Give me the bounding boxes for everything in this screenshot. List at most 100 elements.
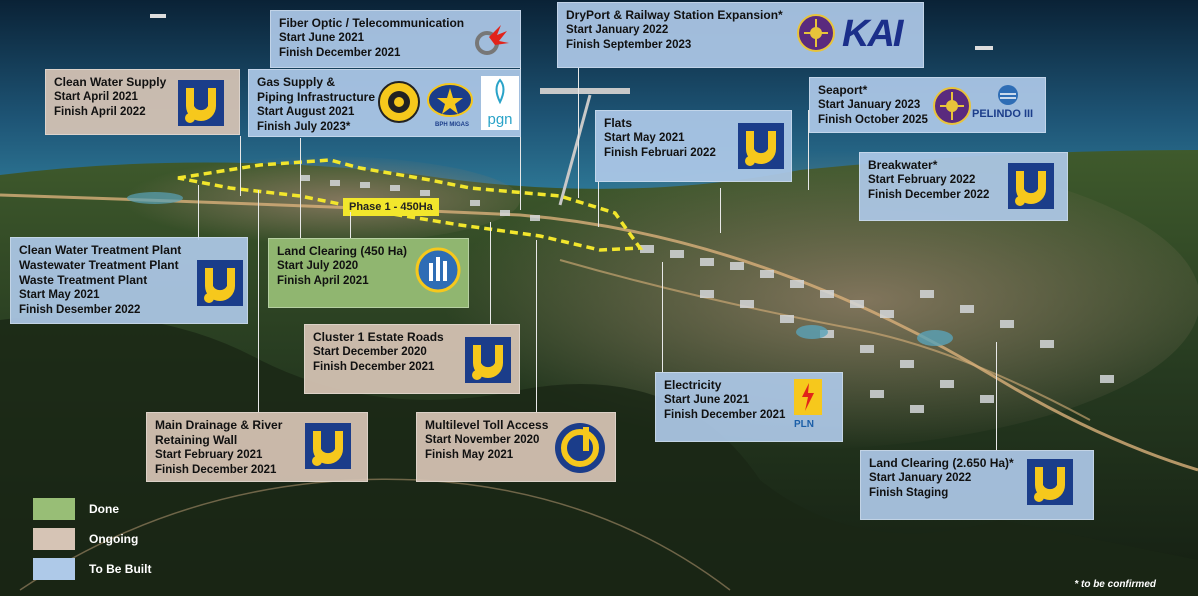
project-title: DryPort & Railway Station Expansion*	[566, 8, 783, 22]
project-card-seaport[interactable]: Seaport* Start January 2023 Finish Octob…	[809, 77, 1046, 133]
project-finish: Finish December 2021	[279, 47, 401, 59]
project-finish: Finish October 2025	[818, 114, 928, 126]
project-card-main-drainage[interactable]: Main Drainage & River Retaining Wall Sta…	[146, 412, 368, 482]
project-card-land-clearing-2650[interactable]: Land Clearing (2.650 Ha)* Start January …	[860, 450, 1094, 520]
project-card-electricity[interactable]: Electricity Start June 2021 Finish Decem…	[655, 372, 843, 442]
kemenhub-logo-icon	[797, 14, 835, 52]
project-finish: Finish July 2023*	[257, 121, 351, 133]
project-title: Main Drainage & River	[155, 418, 283, 432]
project-title-line-2: Retaining Wall	[155, 433, 238, 447]
esdm-logo-icon	[378, 81, 420, 123]
project-title: Electricity	[664, 378, 722, 392]
leader-line	[258, 190, 259, 412]
legend-label: Done	[89, 502, 119, 516]
project-card-toll-access[interactable]: Multilevel Toll Access Start November 20…	[416, 412, 616, 482]
project-finish: Finish December 2022	[868, 189, 990, 201]
pelindo-logo-icon	[998, 85, 1018, 105]
project-finish: Finish December 2021	[155, 464, 277, 476]
main-road	[0, 193, 1198, 472]
project-card-flats[interactable]: Flats Start May 2021 Finish Februari 202…	[595, 110, 792, 182]
pgn-logo: pgn	[481, 76, 519, 130]
pier	[558, 94, 592, 206]
project-finish: Finish Desember 2022	[19, 304, 141, 316]
project-start: Start February 2022	[868, 174, 976, 186]
jasa-marga-logo-icon	[555, 423, 605, 473]
kai-logo: KAI	[842, 13, 903, 55]
project-title: Multilevel Toll Access	[425, 418, 549, 432]
footnote: * to be confirmed	[1074, 579, 1156, 590]
project-card-treatment-plants[interactable]: Clean Water Treatment Plant Wastewater T…	[10, 237, 248, 324]
project-finish: Finish Februari 2022	[604, 147, 716, 159]
legend-swatch-ongoing	[33, 528, 75, 550]
project-start: Start January 2022	[566, 24, 669, 36]
pupr-logo-icon	[738, 123, 784, 169]
telkom-logo-icon	[475, 25, 509, 55]
project-title-line-2: Wastewater Treatment Plant	[19, 258, 179, 272]
pln-text: PLN	[794, 419, 814, 430]
leader-line	[578, 68, 579, 198]
leader-line	[536, 240, 537, 412]
ship	[150, 14, 166, 18]
pupr-logo-icon	[178, 80, 224, 126]
project-start: Start November 2020	[425, 434, 540, 446]
project-start: Start June 2021	[279, 32, 365, 44]
project-title: Land Clearing (450 Ha)	[277, 244, 408, 258]
project-card-land-clearing-450[interactable]: Land Clearing (450 Ha) Start July 2020 F…	[268, 238, 469, 308]
leader-line	[996, 342, 997, 450]
project-title: Cluster 1 Estate Roads	[313, 330, 444, 344]
leader-line	[598, 182, 599, 227]
legend-item-ongoing: Ongoing	[33, 528, 138, 550]
pupr-logo-icon	[197, 260, 243, 306]
project-start: Start December 2020	[313, 346, 427, 358]
town-area	[360, 150, 1198, 450]
project-start: Start July 2020	[277, 260, 359, 272]
legend-item-to-be-built: To Be Built	[33, 558, 151, 580]
project-title: Breakwater*	[868, 158, 938, 172]
bph-migas-text: BPH MIGAS	[435, 122, 470, 128]
leader-line	[240, 136, 241, 196]
legend-swatch-to-be-built	[33, 558, 75, 580]
project-title: Land Clearing (2.650 Ha)*	[869, 456, 1014, 470]
pond	[917, 330, 953, 346]
project-start: Start January 2023	[818, 99, 921, 111]
pupr-logo-icon	[305, 423, 351, 469]
pond	[127, 192, 183, 204]
project-card-clean-water-supply[interactable]: Clean Water Supply Start April 2021 Fini…	[45, 69, 240, 135]
project-title: Flats	[604, 116, 633, 130]
legend-label: Ongoing	[89, 532, 139, 546]
kemenhub-logo-icon	[933, 87, 971, 125]
project-finish: Finish April 2022	[54, 106, 146, 118]
pupr-logo-icon	[1027, 459, 1073, 505]
leader-line	[662, 262, 663, 372]
project-title-line-3: Waste Treatment Plant	[19, 273, 148, 287]
bph-migas-logo-icon	[427, 83, 473, 117]
pgn-flame-icon	[495, 78, 505, 105]
leader-line	[808, 110, 809, 190]
project-start: Start January 2022	[869, 472, 972, 484]
project-start: Start August 2021	[257, 106, 355, 118]
pgn-text: pgn	[487, 111, 513, 128]
project-finish: Finish December 2021	[313, 361, 435, 373]
leader-line	[720, 188, 721, 233]
project-start: Start May 2021	[604, 132, 685, 144]
pelindo-text: PELINDO III	[972, 108, 1034, 120]
project-finish: Finish September 2023	[566, 39, 692, 51]
pond	[796, 325, 828, 339]
pupr-logo-icon	[465, 337, 511, 383]
project-title: Clean Water Treatment Plant	[19, 243, 182, 257]
leader-line	[300, 138, 301, 238]
ship	[975, 46, 993, 50]
project-card-breakwater[interactable]: Breakwater* Start February 2022 Finish D…	[859, 152, 1068, 221]
project-title: Fiber Optic / Telecommunication	[279, 16, 465, 30]
project-card-fiber-optic[interactable]: Fiber Optic / Telecommunication Start Ju…	[270, 10, 521, 68]
jetty	[540, 88, 630, 94]
project-card-estate-roads[interactable]: Cluster 1 Estate Roads Start December 20…	[304, 324, 520, 394]
project-title: Seaport*	[818, 83, 868, 97]
leader-line	[490, 222, 491, 324]
project-start: Start May 2021	[19, 289, 100, 301]
project-card-gas-supply[interactable]: Gas Supply & Piping Infrastructure Start…	[248, 69, 521, 137]
leader-line	[198, 185, 199, 240]
project-card-dryport[interactable]: DryPort & Railway Station Expansion* Sta…	[557, 2, 924, 68]
project-finish: Finish April 2021	[277, 275, 369, 287]
project-finish: Finish May 2021	[425, 449, 514, 461]
